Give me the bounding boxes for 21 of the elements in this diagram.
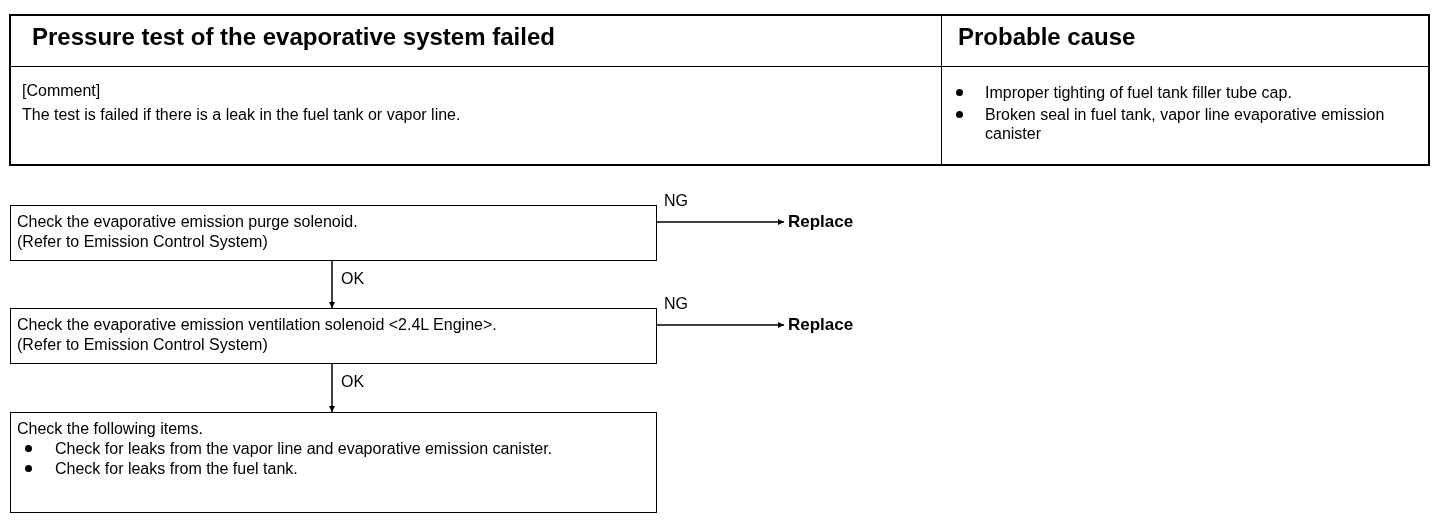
arrow <box>329 363 335 413</box>
result-text: Replace <box>788 315 854 335</box>
table-text: Broken seal in fuel tank, vapor line evaporative emission canister <box>985 105 1386 143</box>
table-text: [Comment] <box>22 81 102 100</box>
step-text: Check for leaks from the vapor line and evaporative emission canister. <box>55 439 554 458</box>
result-text: Replace <box>788 212 854 232</box>
table-text: Improper tighting of fuel tank filler tube cap. <box>985 83 1293 102</box>
arrow <box>329 260 335 309</box>
step-text: (Refer to Emission Control System) <box>17 232 269 251</box>
step-text: Check the following items. <box>17 419 204 438</box>
arrow <box>656 219 785 225</box>
step-text: Check the evaporative emission ventilation solenoid <2.4L Engine>. <box>17 315 498 334</box>
table-text: The test is failed if there is a leak in the fuel tank or vapor line. <box>22 105 462 124</box>
process-box <box>10 412 657 513</box>
column-header: Probable cause <box>958 27 1137 46</box>
process-box <box>10 205 657 261</box>
step-text: Check for leaks from the fuel tank. <box>55 459 299 478</box>
arrow <box>656 322 785 328</box>
process-box <box>10 308 657 364</box>
step-text: Check the evaporative emission purge solenoid. <box>17 212 359 231</box>
step-text: (Refer to Emission Control System) <box>17 335 269 354</box>
